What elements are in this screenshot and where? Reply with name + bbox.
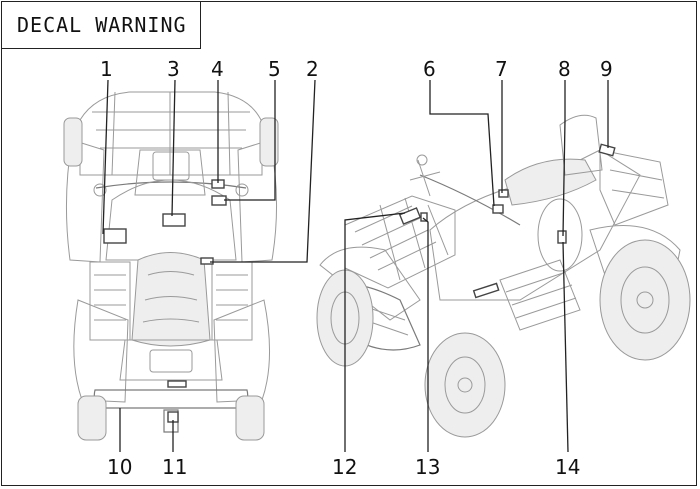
decal-13 bbox=[420, 212, 428, 222]
decal-12 bbox=[398, 207, 422, 225]
title-box: DECAL WARNING bbox=[1, 1, 201, 49]
decal-3 bbox=[162, 213, 186, 227]
callout-numbers: 1 2 3 4 5 6 7 8 9 10 11 12 13 14 bbox=[100, 57, 613, 479]
decal-9 bbox=[598, 143, 616, 157]
front-right-wheel bbox=[424, 332, 506, 438]
decal-6 bbox=[492, 204, 504, 214]
callout-2: 2 bbox=[306, 57, 319, 81]
callout-11: 11 bbox=[162, 455, 187, 479]
atv-top-view bbox=[63, 91, 279, 441]
callout-1: 1 bbox=[100, 57, 113, 81]
callout-8: 8 bbox=[558, 57, 571, 81]
callout-5: 5 bbox=[268, 57, 281, 81]
decal-extra bbox=[472, 282, 500, 299]
decal-5 bbox=[211, 195, 227, 206]
decal-7 bbox=[498, 189, 509, 198]
callout-6: 6 bbox=[423, 57, 436, 81]
decal-10 bbox=[167, 380, 187, 388]
leader-lines bbox=[102, 79, 609, 453]
callout-4: 4 bbox=[211, 57, 224, 81]
atv-iso-view bbox=[316, 114, 691, 438]
callout-10: 10 bbox=[107, 455, 132, 479]
rear-right-wheel bbox=[599, 239, 691, 361]
callout-3: 3 bbox=[167, 57, 180, 81]
callout-13: 13 bbox=[415, 455, 440, 479]
callout-12: 12 bbox=[332, 455, 357, 479]
decal-1 bbox=[103, 228, 127, 244]
decal-2 bbox=[200, 257, 214, 265]
callout-9: 9 bbox=[600, 57, 613, 81]
callout-7: 7 bbox=[495, 57, 508, 81]
callout-14: 14 bbox=[555, 455, 580, 479]
decal-14 bbox=[557, 230, 567, 244]
diagram-title: DECAL WARNING bbox=[17, 13, 187, 37]
